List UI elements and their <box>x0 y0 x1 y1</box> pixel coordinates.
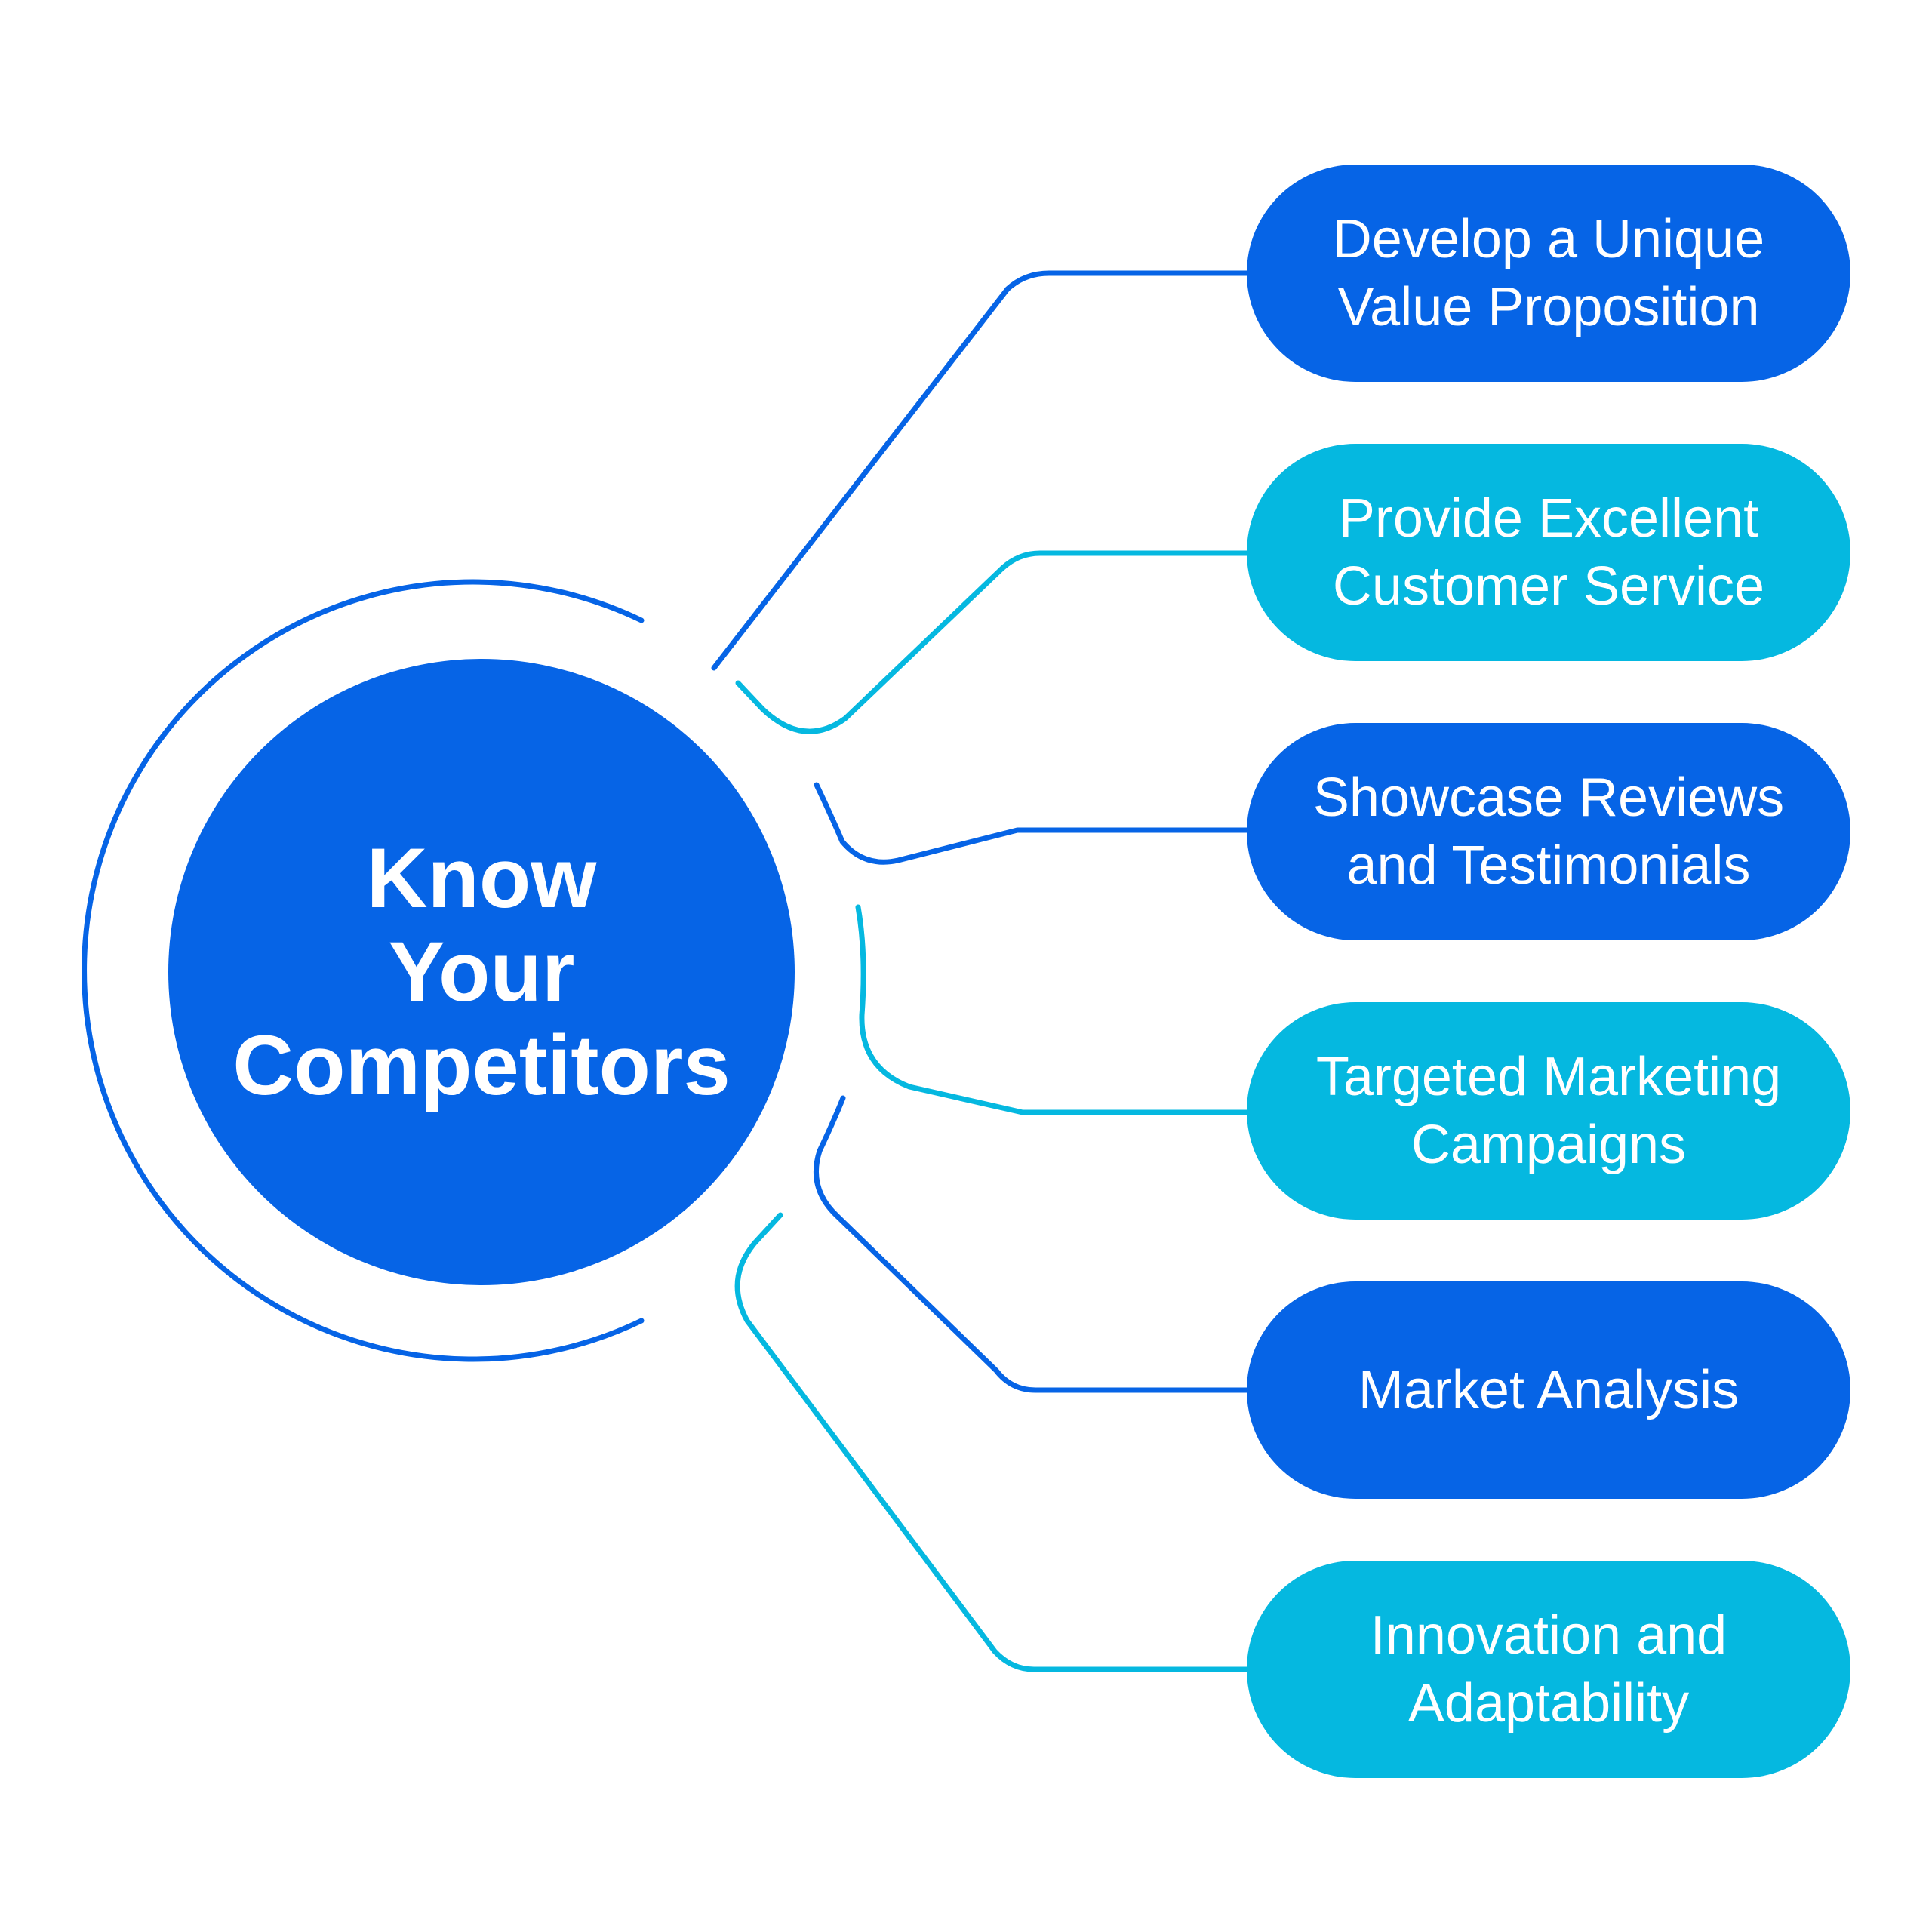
connector-line-6 <box>734 1212 1252 1672</box>
topic-pill-targeted-marketing: Targeted Marketing Campaigns <box>1247 1002 1850 1220</box>
topic-label: Develop a Unique Value Proposition <box>1332 209 1765 337</box>
central-topic-title: Know Your Competitors <box>232 831 731 1112</box>
topic-label: Provide Excellent Customer Service <box>1332 488 1765 617</box>
connector-line-4 <box>855 904 1252 1115</box>
topic-pill-customer-service: Provide Excellent Customer Service <box>1247 444 1850 661</box>
topic-label: Innovation and Adaptability <box>1370 1605 1727 1734</box>
central-topic-circle: Know Your Competitors <box>168 659 795 1285</box>
connector-line-2 <box>735 550 1252 734</box>
topic-label: Market Analysis <box>1358 1360 1740 1420</box>
connector-line-5 <box>813 1095 1252 1393</box>
topic-pill-unique-value-proposition: Develop a Unique Value Proposition <box>1247 165 1850 382</box>
topic-label: Targeted Marketing Campaigns <box>1315 1047 1782 1175</box>
outer-ring-arc <box>82 579 645 1362</box>
topic-label: Showcase Reviews and Testimonials <box>1312 768 1785 896</box>
topic-pill-innovation-adaptability: Innovation and Adaptability <box>1247 1561 1850 1778</box>
connector-line-3 <box>814 782 1252 865</box>
topic-pill-reviews-testimonials: Showcase Reviews and Testimonials <box>1247 723 1850 940</box>
connector-line-1 <box>711 270 1252 671</box>
topic-pill-market-analysis: Market Analysis <box>1247 1281 1850 1499</box>
